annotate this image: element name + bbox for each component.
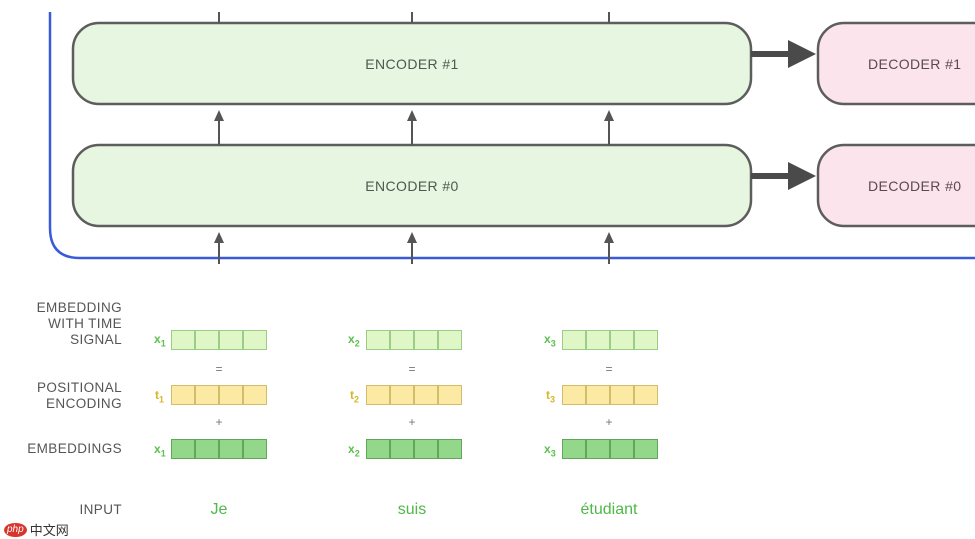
watermark: php 中文网 [4, 520, 69, 539]
row-label-input: INPUT [79, 502, 122, 517]
positional-label-2: t2 [350, 388, 360, 405]
time-signal-label-1: x1 [154, 332, 166, 349]
decoder-1-box [816, 21, 975, 106]
embedding-label-2: x2 [348, 442, 360, 459]
encoder-1-label: ENCODER #1 [365, 56, 458, 72]
positional-vector-1 [171, 385, 267, 405]
time-signal-vector-3 [562, 330, 658, 350]
encoder-stack-frame [48, 12, 975, 260]
positional-label-3: t3 [546, 388, 556, 405]
input-word-2: suis [397, 501, 427, 518]
input-to-encoder-0-arrows [214, 232, 614, 264]
time-signal-label-3: x3 [544, 332, 556, 349]
embedding-vector-1 [171, 439, 267, 459]
watermark-logo: php [4, 522, 27, 537]
embedding-vector-2 [366, 439, 462, 459]
encoder-0-to-encoder-1-arrows [214, 110, 614, 145]
plus-sign-2: + [408, 415, 416, 429]
time-signal-vector-1 [171, 330, 267, 350]
plus-sign-3: + [605, 415, 613, 429]
embedding-label-3: x3 [544, 442, 556, 459]
decoder-0-box [816, 143, 975, 228]
time-signal-vector-2 [366, 330, 462, 350]
embedding-vector-3 [562, 439, 658, 459]
decoder-0-label: DECODER #0 [868, 178, 961, 194]
watermark-text: 中文网 [29, 523, 69, 538]
encoder-0-to-decoder-0-arrow [751, 162, 816, 190]
equals-sign-1: = [215, 362, 223, 376]
encoder-0-label: ENCODER #0 [365, 178, 458, 194]
equals-sign-3: = [605, 362, 613, 376]
decoder-1-label: DECODER #1 [868, 56, 961, 72]
positional-label-1: t1 [155, 388, 165, 405]
plus-sign-1: + [215, 415, 223, 429]
positional-vector-2 [366, 385, 462, 405]
input-word-1: Je [210, 501, 228, 518]
encoder-1-to-decoder-1-arrow [751, 40, 816, 68]
embedding-label-1: x1 [154, 442, 166, 459]
time-signal-label-2: x2 [348, 332, 360, 349]
input-word-3: étudiant [580, 501, 638, 518]
row-label-embedding-time-signal: EMBEDDING WITH TIME SIGNAL [36, 300, 122, 347]
positional-vector-3 [562, 385, 658, 405]
encoder-1-output-lines [218, 12, 610, 23]
row-label-positional-encoding: POSITIONAL ENCODING [36, 380, 122, 411]
row-label-embeddings: EMBEDDINGS [27, 441, 122, 456]
equals-sign-2: = [408, 362, 416, 376]
